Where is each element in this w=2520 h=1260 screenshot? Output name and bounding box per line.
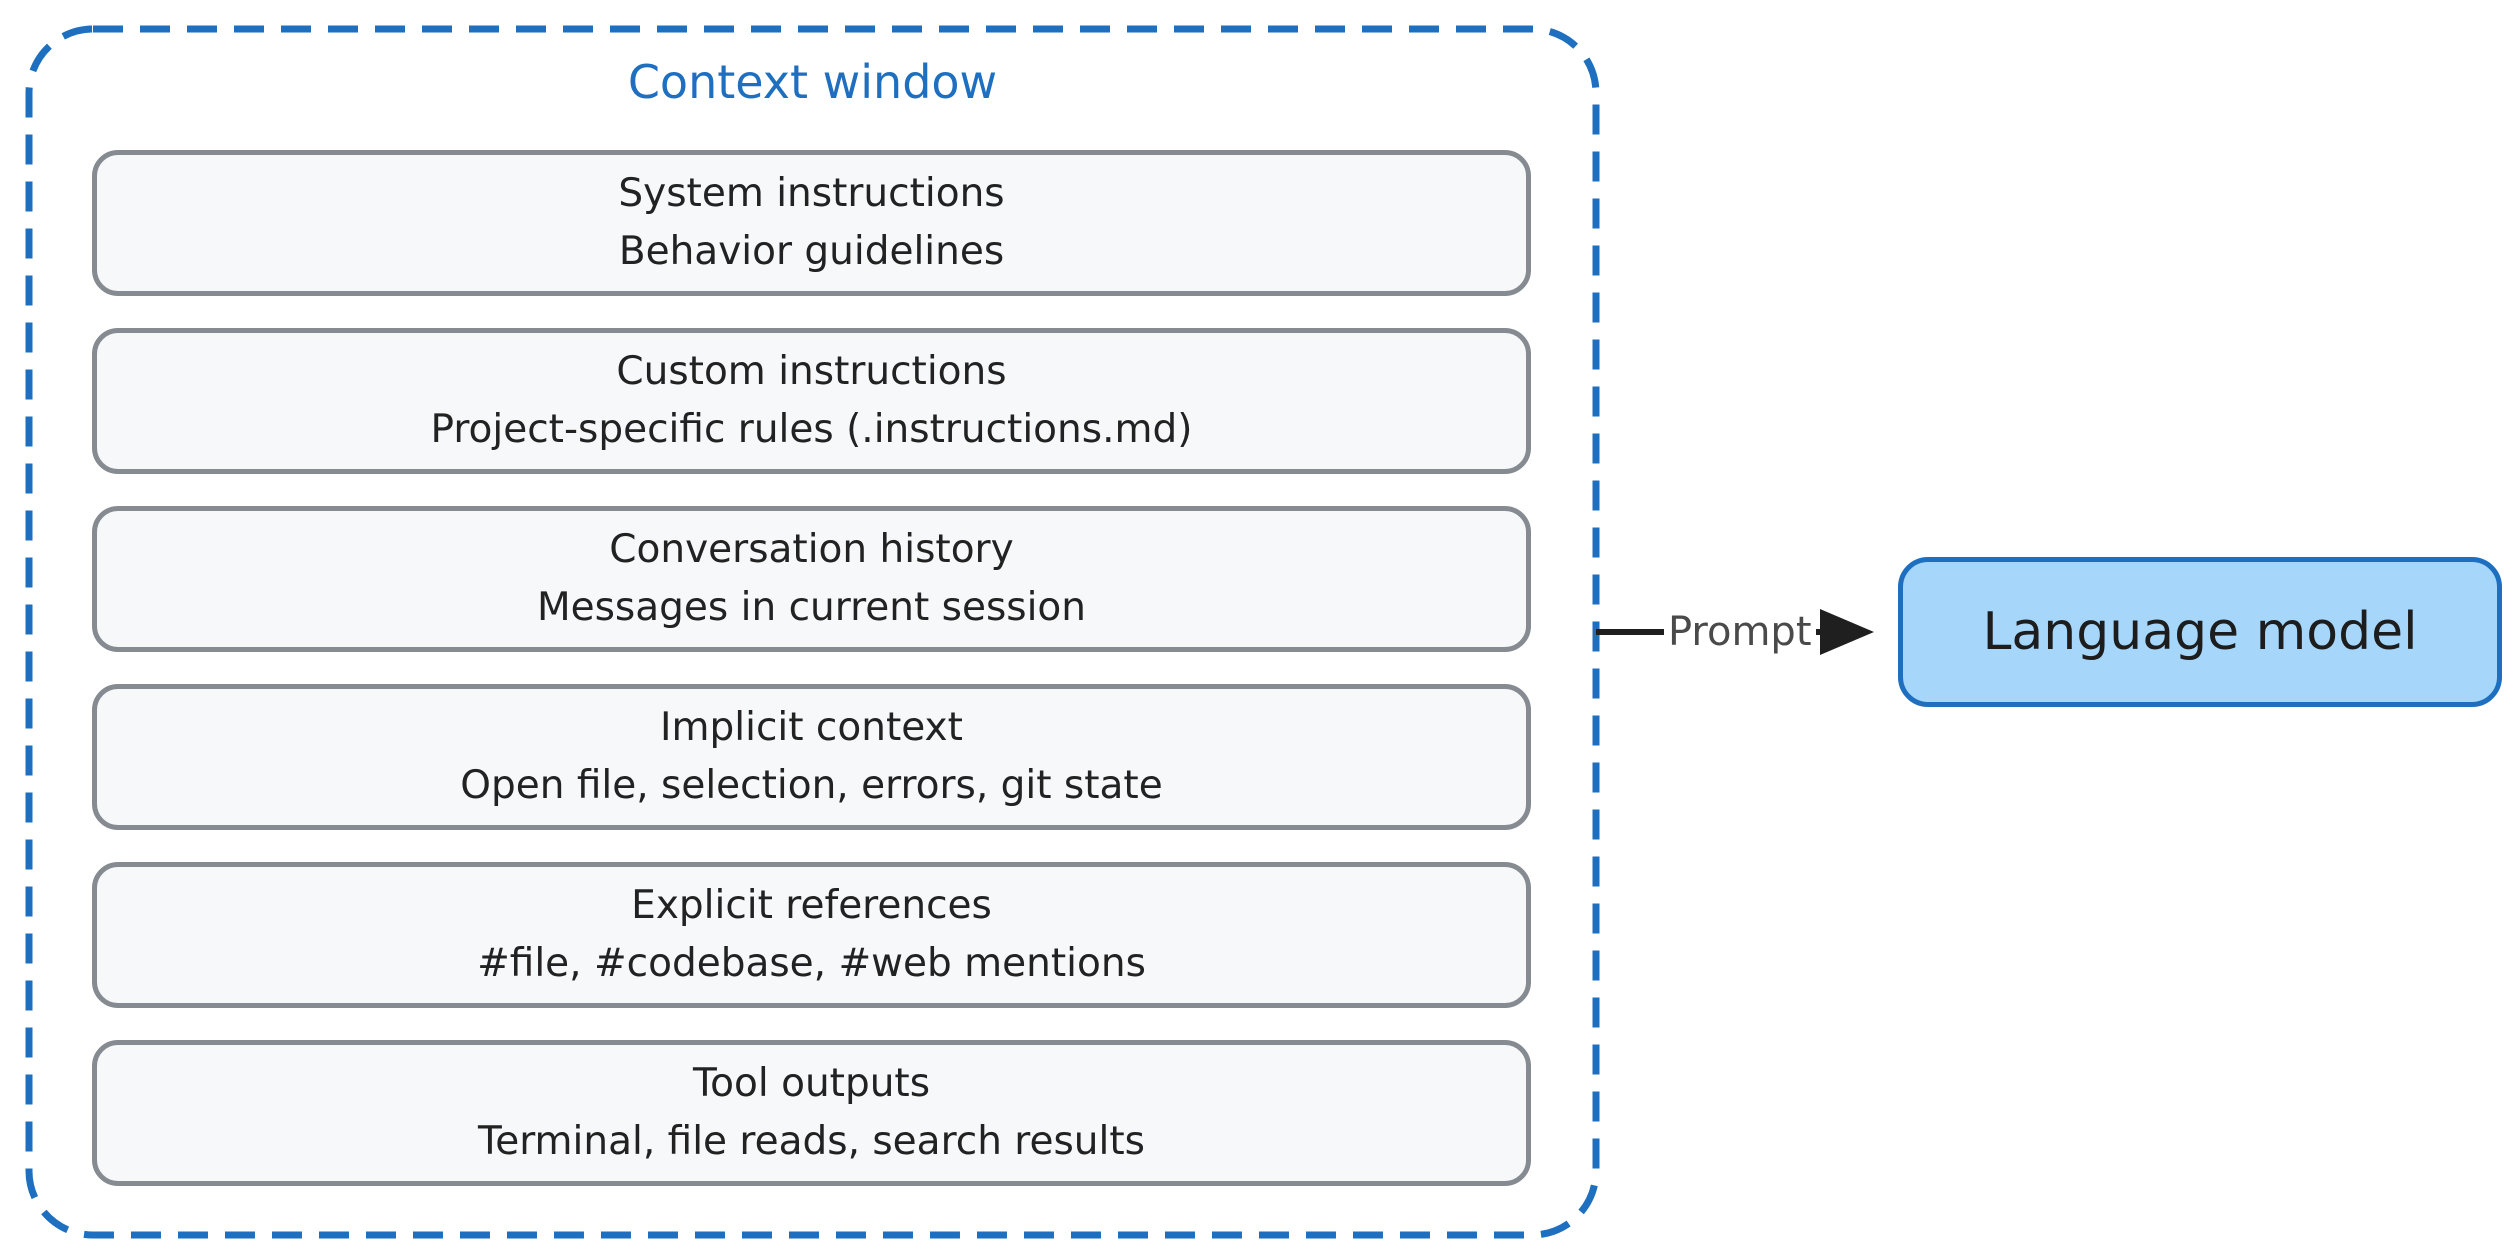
layer-description: Open file, selection, errors, git state xyxy=(460,763,1163,808)
layer-title: Implicit context xyxy=(660,705,963,750)
layer-explicit-references: Explicit references #file, #codebase, #w… xyxy=(92,862,1531,1008)
language-model-node: Language model xyxy=(1898,557,2502,707)
layer-title: Conversation history xyxy=(609,527,1014,572)
layer-tool-outputs: Tool outputs Terminal, file reads, searc… xyxy=(92,1040,1531,1186)
layer-title: System instructions xyxy=(618,171,1005,216)
layer-description: Project-specific rules (.instructions.md… xyxy=(430,407,1193,452)
context-window-title: Context window xyxy=(627,55,998,109)
layer-conversation-history: Conversation history Messages in current… xyxy=(92,506,1531,652)
layer-system-instructions: System instructions Behavior guidelines xyxy=(92,150,1531,296)
layer-title: Explicit references xyxy=(631,883,992,928)
layer-custom-instructions: Custom instructions Project-specific rul… xyxy=(92,328,1531,474)
layer-title: Custom instructions xyxy=(616,349,1007,394)
layer-description: Messages in current session xyxy=(536,585,1087,630)
layer-description: Terminal, file reads, search results xyxy=(478,1119,1145,1164)
layer-title: Tool outputs xyxy=(692,1061,931,1106)
layer-description: Behavior guidelines xyxy=(618,229,1005,274)
layer-implicit-context: Implicit context Open file, selection, e… xyxy=(92,684,1531,830)
language-model-label: Language model xyxy=(1982,602,2418,662)
prompt-arrow-head xyxy=(1820,609,1874,655)
prompt-edge-label: Prompt xyxy=(1664,604,1816,660)
layer-description: #file, #codebase, #web mentions xyxy=(477,941,1146,986)
